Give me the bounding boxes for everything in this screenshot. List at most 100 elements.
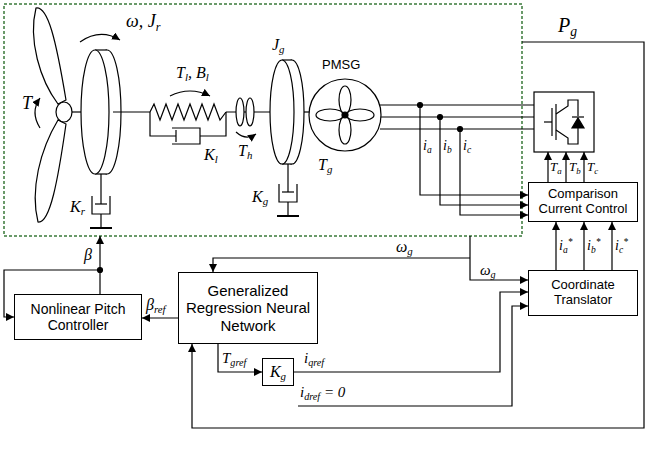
inertia-label: Jg (272, 36, 285, 54)
process-box: Comparison Current Control (528, 182, 638, 222)
turbine-blades (56, 102, 72, 122)
shaft-spring (170, 91, 210, 96)
phase-wires (458, 127, 463, 132)
shaft-spring (175, 130, 176, 142)
signal-wires (192, 42, 644, 428)
subscript: dref (304, 391, 320, 402)
inverter-symbol (572, 118, 584, 128)
box-text: Coordinate Translator (533, 278, 633, 308)
current-label: ia (423, 138, 432, 153)
generator-label: PMSG (322, 58, 360, 72)
subscript: gref (230, 357, 246, 368)
pitch-label: β (84, 246, 92, 264)
signal-arrow (583, 222, 584, 270)
shaft-spring (200, 112, 226, 136)
turbine-blades (33, 8, 84, 222)
signal-wires (4, 42, 644, 428)
subscript: r (156, 20, 161, 34)
inverter-symbol (544, 121, 552, 122)
rotor-inertia (80, 34, 121, 174)
signal-arrow (555, 222, 556, 270)
current-label: ic (463, 138, 471, 153)
turbine-blades (33, 8, 66, 104)
phase-wires (438, 115, 443, 120)
coupling (226, 98, 276, 137)
controller-box: Nonlinear Pitch Controller (14, 294, 142, 340)
rotor-label: ω, Jr (126, 12, 160, 32)
damping-label: Kr (70, 198, 85, 216)
shaft-spring (172, 128, 200, 144)
subscript: l (215, 153, 218, 165)
generator-inertia (270, 60, 294, 164)
signal-wires (470, 236, 528, 280)
rotor-damper (100, 174, 101, 196)
phase-wires (440, 117, 528, 205)
coupling (236, 98, 244, 126)
box-text: Generalized Regression Neural Network (183, 282, 313, 334)
rotor-damper (90, 227, 112, 229)
gate-signals (548, 152, 584, 182)
subscript: g (491, 269, 496, 280)
coupling (236, 132, 256, 137)
signal-wires (213, 258, 470, 272)
pmsg-symbol (339, 86, 351, 114)
signal-arrow (294, 292, 528, 372)
signal-arrow (142, 317, 178, 318)
signal-wires (298, 306, 528, 406)
phase-wires (420, 105, 528, 195)
coupling (246, 98, 254, 126)
turbine-blades (35, 98, 40, 128)
signal-arrow (611, 222, 612, 270)
torque-label: Tg (318, 156, 332, 174)
mechanical-boundary (4, 4, 522, 236)
rotor-inertia (80, 34, 120, 42)
gain-box: Kg (262, 358, 294, 386)
rotor-damper (92, 196, 110, 214)
subscript: g (281, 370, 286, 382)
phase-wires (380, 103, 534, 216)
phase-wires (460, 129, 528, 215)
shaft-spring (113, 91, 226, 144)
subscript: qref (308, 357, 324, 368)
gate-signals (565, 152, 566, 182)
network-box: Generalized Regression Neural Network (178, 272, 318, 344)
generator-damper (287, 164, 288, 184)
current-label: ib (443, 138, 452, 153)
subscript: a (563, 245, 568, 255)
phase-wires (418, 103, 423, 108)
subscript: a (557, 166, 561, 176)
speed-label: ωg (480, 262, 496, 279)
rotor-inertia (81, 50, 109, 174)
inverter-symbol (551, 108, 552, 136)
subscript: l (206, 71, 209, 83)
generator-damper (277, 164, 299, 216)
pmsg-symbol (339, 116, 351, 144)
inverter-symbol (534, 92, 594, 152)
inverter-symbol (572, 116, 584, 117)
subscript: g (570, 24, 577, 39)
signal-wires (98, 268, 103, 273)
shaft-spring (113, 111, 150, 112)
generator-inertia (270, 60, 310, 164)
subscript: c (467, 145, 471, 155)
inverter-symbol (555, 104, 556, 140)
signal-label: βref (146, 296, 166, 314)
gate-label: Tb (569, 160, 581, 174)
box-text: Kg (270, 363, 286, 381)
signal-label: ia* (559, 238, 572, 253)
phase-wires (381, 116, 534, 117)
shaft-spring (150, 104, 226, 120)
subscript: g (407, 245, 412, 257)
superscript: * (568, 237, 573, 247)
mechanical-boundary (4, 4, 522, 236)
pmsg-symbol (342, 112, 348, 118)
pmsg-symbol (309, 79, 381, 151)
rotor-damper (100, 196, 101, 204)
pmsg-symbol (316, 109, 344, 121)
box-text: Comparison Current Control (533, 187, 633, 217)
process-box: Coordinate Translator (528, 270, 638, 316)
subscript: h (247, 149, 252, 161)
signal-label: iqref (304, 350, 324, 367)
torque-label: Th (238, 142, 252, 160)
subscript: c (594, 166, 598, 176)
